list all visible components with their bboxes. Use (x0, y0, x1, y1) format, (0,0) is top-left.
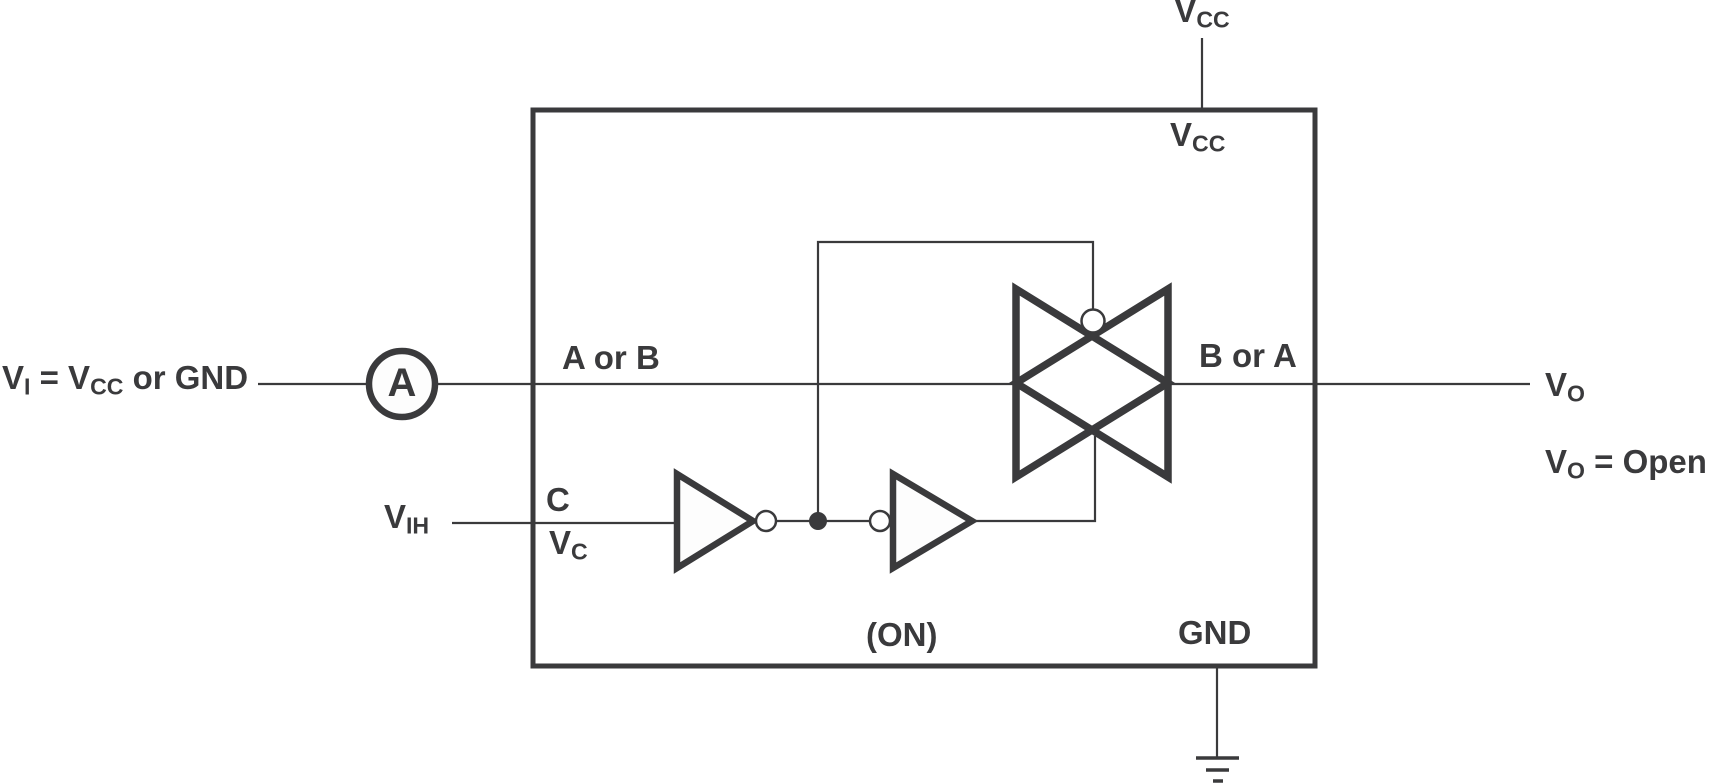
gate-left-triangle (1008, 282, 1172, 484)
ammeter-circle (365, 347, 439, 421)
pin-b-or-a-label: B or A (1199, 337, 1297, 374)
ammeter-label: A (387, 361, 417, 406)
inverter-output-bubble (754, 509, 778, 533)
gate-left-triangle-fill (1016, 289, 1168, 477)
switch-state-label: (ON) (866, 616, 938, 653)
device-outline (530, 107, 1318, 669)
control-inverter (673, 468, 760, 574)
control-buffer (889, 468, 979, 574)
transmission-gate (1008, 282, 1176, 484)
output-state-label: VO = Open (1545, 443, 1707, 484)
feedback-wire (816, 240, 1095, 514)
output-voltage-label: VO (1545, 366, 1585, 407)
control-node-dot (809, 512, 827, 530)
buffer-output-wire (969, 436, 1097, 523)
pin-a-or-b-label: A or B (562, 339, 660, 376)
buffer-input-bubble (868, 509, 892, 533)
input-source-label: VI = VCC or GND (2, 359, 249, 400)
pin-c-label: C (546, 481, 570, 518)
pin-gnd-label: GND (1178, 614, 1252, 651)
vcc-supply-label: VCC (1174, 0, 1230, 33)
gate-control-bubble (1080, 308, 1106, 334)
vih-label: VIH (384, 498, 430, 539)
vc-label: VC (549, 524, 588, 565)
vcc-pin-label: VCC (1170, 116, 1226, 157)
